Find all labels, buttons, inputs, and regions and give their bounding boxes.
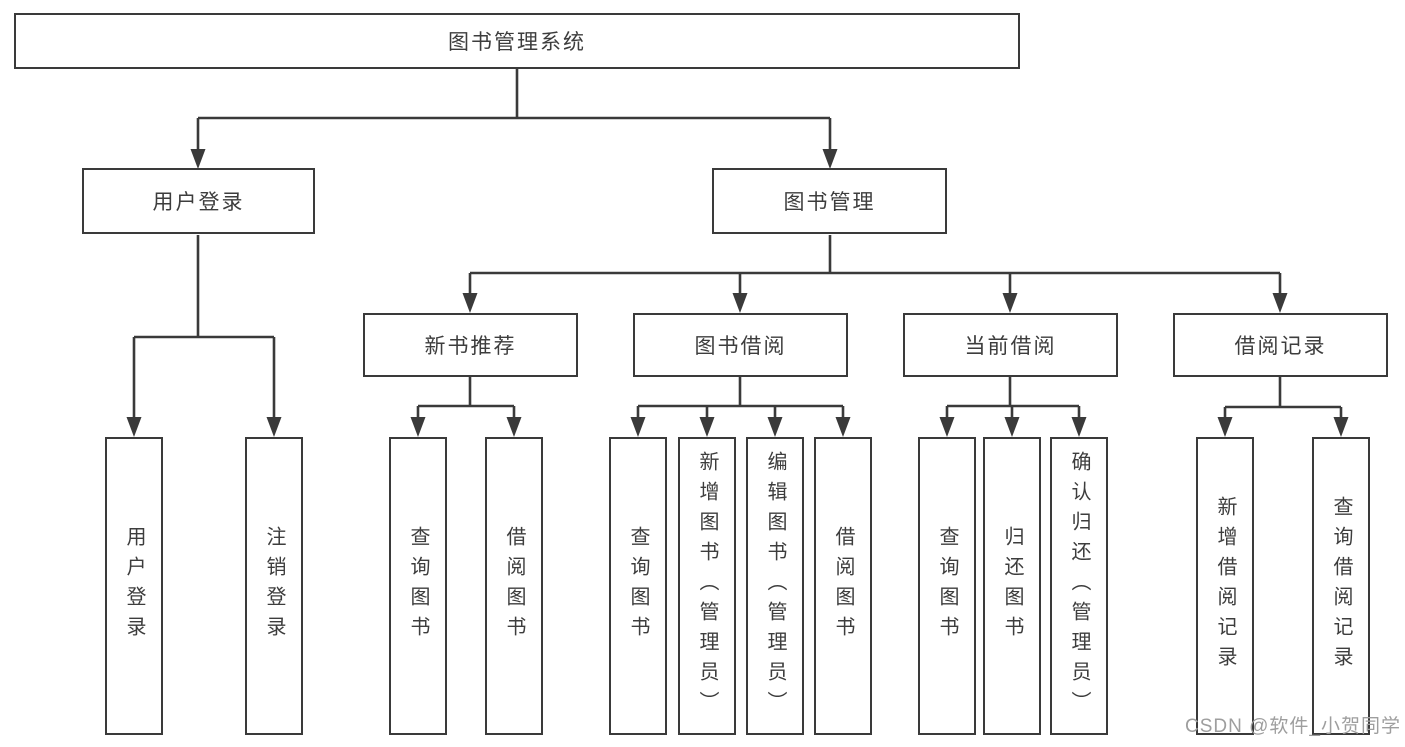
leaf-confirm-return-admin: 确认归还（管理员） xyxy=(1050,437,1108,735)
node-book-management: 图书管理 xyxy=(712,168,947,234)
arrowhead-icons xyxy=(126,149,1349,437)
leaf-borrow-books: 借阅图书 xyxy=(814,437,872,735)
leaf-query-books-recommend: 查询图书 xyxy=(389,437,447,735)
leaf-query-books-borrow: 查询图书 xyxy=(609,437,667,735)
leaf-query-books-current: 查询图书 xyxy=(918,437,976,735)
node-current-borrow: 当前借阅 xyxy=(903,313,1118,377)
leaf-query-borrow-record: 查询借阅记录 xyxy=(1312,437,1370,735)
leaf-edit-book-admin: 编辑图书（管理员） xyxy=(746,437,804,735)
node-user-login: 用户登录 xyxy=(82,168,315,234)
leaf-add-borrow-record: 新增借阅记录 xyxy=(1196,437,1254,735)
csdn-watermark: CSDN @软件_小贺同学 xyxy=(1185,716,1401,737)
leaf-logout: 注销登录 xyxy=(245,437,303,735)
leaf-return-book: 归还图书 xyxy=(983,437,1041,735)
node-library-management-system: 图书管理系统 xyxy=(14,13,1020,69)
leaf-borrow-books-recommend: 借阅图书 xyxy=(485,437,543,735)
leaf-add-book-admin: 新增图书（管理员） xyxy=(678,437,736,735)
node-borrow-records: 借阅记录 xyxy=(1173,313,1388,377)
node-new-book-recommend: 新书推荐 xyxy=(363,313,578,377)
node-book-borrow: 图书借阅 xyxy=(633,313,848,377)
leaf-user-login: 用户登录 xyxy=(105,437,163,735)
